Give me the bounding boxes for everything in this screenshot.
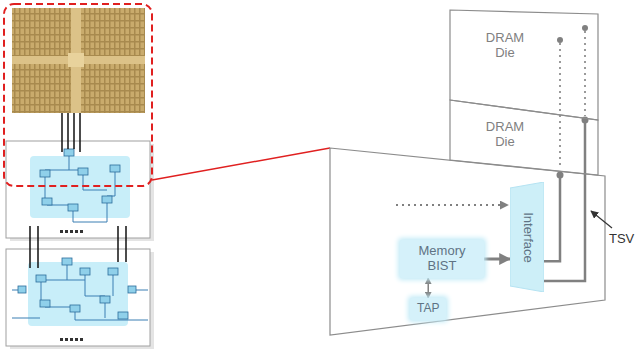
circuit-block <box>100 296 110 303</box>
pin <box>75 230 78 233</box>
die-outline <box>450 100 600 177</box>
die-plane <box>450 100 598 175</box>
circuit-block <box>18 286 26 293</box>
logic-die-plane <box>330 148 605 335</box>
interface-label: Interface <box>520 212 535 263</box>
vertical-link <box>125 226 127 262</box>
pin <box>80 230 83 233</box>
vertical-link <box>29 226 31 268</box>
circuit-block <box>128 286 136 293</box>
die-photo-center <box>68 53 84 67</box>
circuit-block <box>40 170 50 177</box>
circuit-block <box>36 275 46 282</box>
logic-layer <box>6 249 150 346</box>
logic-layer <box>6 141 150 238</box>
pin <box>60 338 63 341</box>
logic-block: TAP <box>410 298 446 320</box>
tsv-dotted <box>559 43 561 168</box>
vertical-link <box>117 226 119 262</box>
die-label: DRAM Die <box>486 31 524 61</box>
logic-block: Memory BIST <box>400 240 484 278</box>
dotted-arrow <box>396 204 508 206</box>
circuit-block <box>40 300 50 307</box>
circuit-block <box>64 149 74 156</box>
die-photo <box>12 8 145 113</box>
vertical-link <box>79 113 81 152</box>
pin <box>70 338 73 341</box>
circuit-blocks <box>40 149 120 211</box>
block-label: TAP <box>417 302 439 316</box>
interface-block: Interface <box>510 182 544 292</box>
circuit-wires <box>45 156 115 222</box>
circuit-block <box>118 312 128 319</box>
pin <box>65 230 68 233</box>
circuit-block <box>42 198 52 205</box>
vertical-links <box>30 226 126 268</box>
connector <box>544 175 560 261</box>
pin <box>70 230 73 233</box>
vertical-link <box>67 113 69 149</box>
circuit-block <box>62 258 72 265</box>
dram-die: DRAM Die <box>450 100 598 175</box>
circuit-block <box>68 204 78 211</box>
circuit-wire <box>45 156 115 222</box>
vertical-links <box>62 113 80 152</box>
circuit-block <box>110 165 120 172</box>
interface-shape <box>510 182 544 292</box>
tsv-dot <box>557 172 564 179</box>
pin-row <box>60 230 83 233</box>
die-outline <box>450 10 600 122</box>
block-label: Memory BIST <box>411 244 473 274</box>
circuit-block <box>78 168 88 175</box>
circuit-block <box>102 196 112 203</box>
circuit-block <box>80 268 90 275</box>
connector <box>427 278 429 298</box>
vertical-link <box>73 113 75 149</box>
tsv-dot <box>557 37 563 43</box>
zoom-line <box>152 148 330 180</box>
tsv-dot <box>582 25 588 31</box>
tsv-dotted <box>584 31 586 116</box>
leader-line <box>591 211 612 228</box>
pin <box>80 338 83 341</box>
circuit-block <box>70 305 80 312</box>
pin <box>75 338 78 341</box>
connector <box>544 120 585 281</box>
vertical-link <box>37 226 39 268</box>
tsv-label: TSV <box>609 231 634 246</box>
pin <box>65 338 68 341</box>
circuit-wires <box>12 265 148 320</box>
die-label: DRAM Die <box>486 120 524 150</box>
pin <box>60 230 63 233</box>
circuit-wire <box>12 265 148 320</box>
connector <box>484 258 510 261</box>
zoom-box <box>4 4 152 186</box>
circuit-blocks <box>18 258 136 319</box>
pin-row <box>60 338 83 341</box>
vertical-link <box>61 113 63 152</box>
circuit-block <box>108 268 118 275</box>
